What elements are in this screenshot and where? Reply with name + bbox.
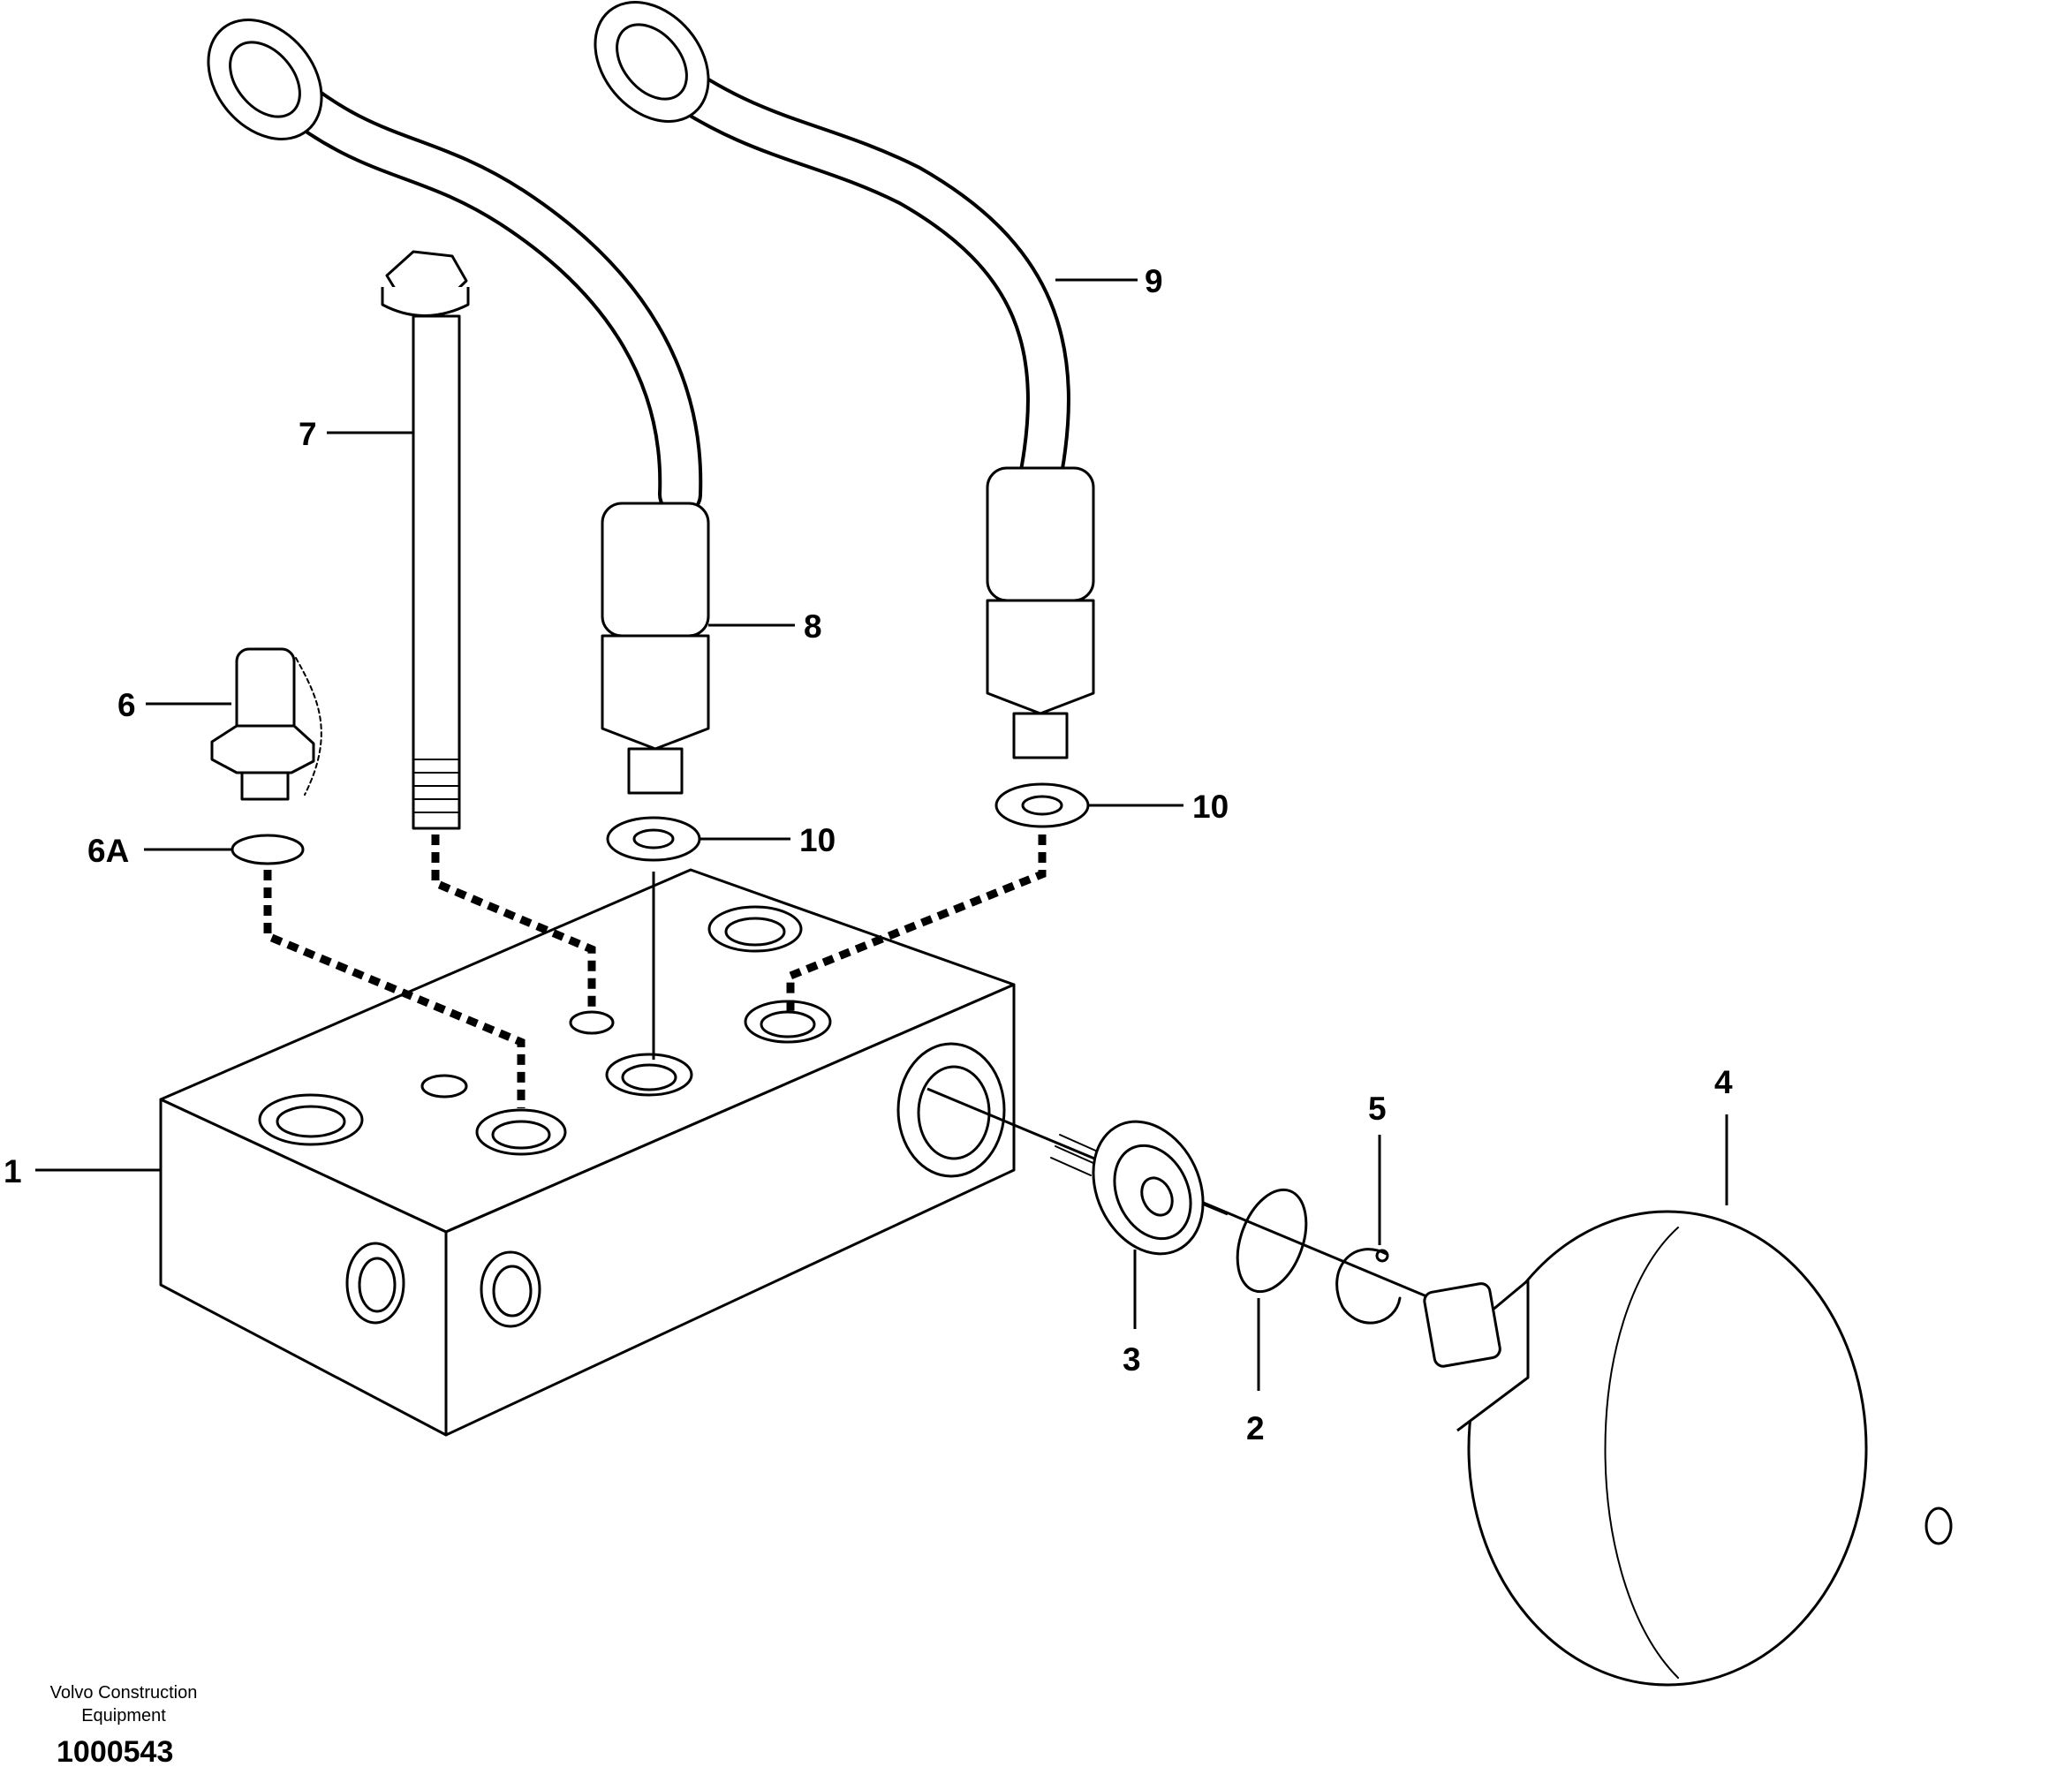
callout-10-left: 10 <box>799 822 836 858</box>
assembly-paths <box>263 834 1432 1300</box>
valve-block <box>159 868 1016 1437</box>
drawing-number: 1000543 <box>57 1735 173 1767</box>
callout-1: 1 <box>4 1153 22 1189</box>
callouts: 1 2 3 4 5 6 6A 7 8 9 10 10 <box>4 263 1733 1446</box>
pipe-left <box>207 19 710 795</box>
callout-10-right: 10 <box>1192 789 1229 825</box>
leader-lines <box>35 278 1728 1391</box>
footer: Volvo Construction Equipment 1000543 <box>50 1683 198 1767</box>
o-ring <box>1236 1188 1308 1294</box>
callout-7: 7 <box>299 416 317 452</box>
circlip <box>1335 1248 1402 1325</box>
block-side-ports <box>345 1042 1006 1328</box>
accumulator <box>1423 1210 1953 1687</box>
callout-6: 6 <box>117 687 136 723</box>
callout-3: 3 <box>1123 1341 1141 1378</box>
credit-line-2: Equipment <box>81 1706 166 1725</box>
bolt <box>381 250 470 830</box>
callout-4: 4 <box>1714 1064 1733 1100</box>
callout-2: 2 <box>1246 1410 1265 1446</box>
credit-line-1: Volvo Construction <box>50 1683 198 1703</box>
callout-9: 9 <box>1145 263 1163 299</box>
callout-5: 5 <box>1368 1091 1387 1127</box>
test-coupling <box>210 647 322 865</box>
washers <box>606 782 1090 862</box>
valve-insert <box>1050 1120 1205 1256</box>
callout-8: 8 <box>804 608 822 645</box>
callout-6a: 6A <box>87 833 129 869</box>
pipe-right <box>594 1 1095 759</box>
